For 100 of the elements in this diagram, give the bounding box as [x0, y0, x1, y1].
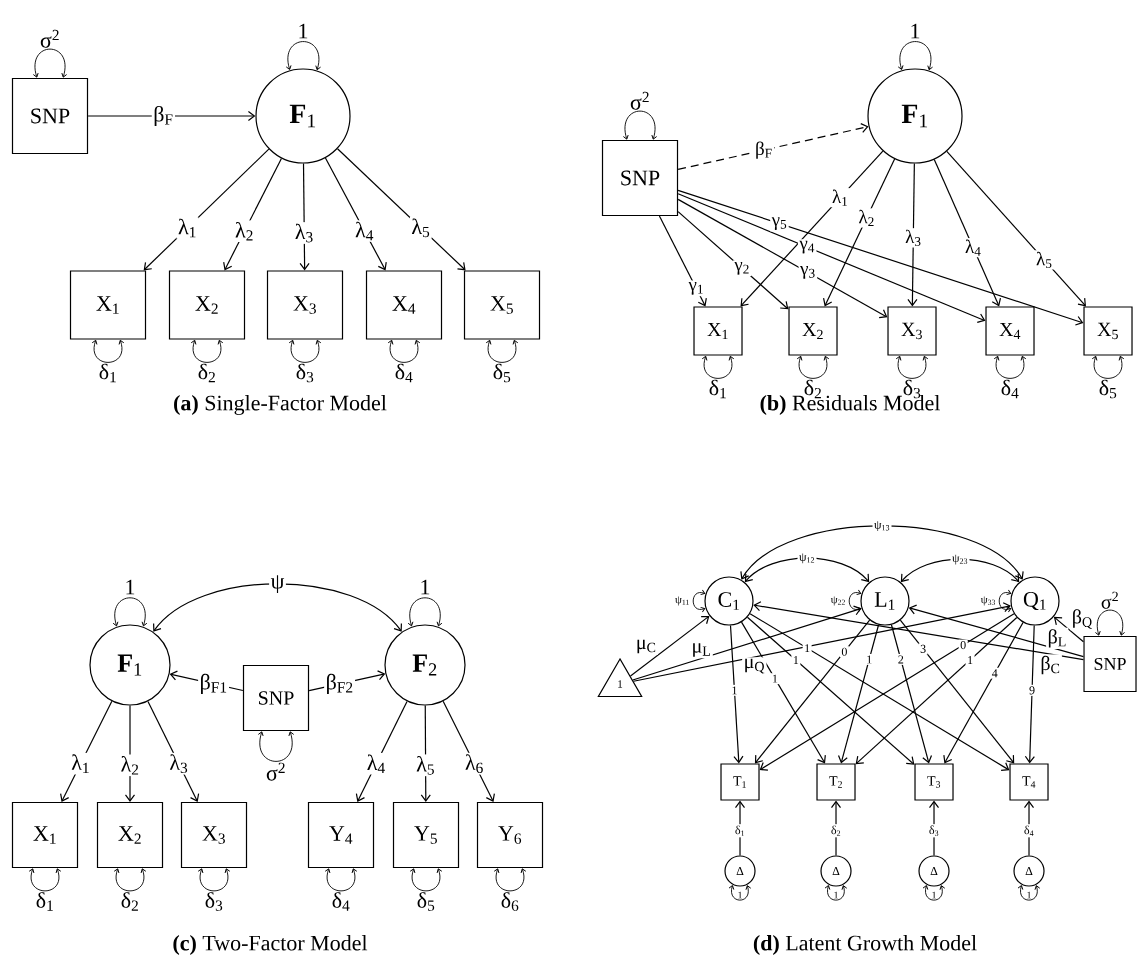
arrow [677, 211, 789, 310]
arrow [336, 148, 466, 271]
curved-arrow [744, 557, 870, 583]
edge-label: β$_{Q}$ [1070, 607, 1095, 631]
loop-arrow [1017, 885, 1041, 901]
arrow [946, 150, 1086, 307]
arrow [754, 619, 871, 764]
loop-arrow [998, 589, 1012, 613]
edge-label: 1 [802, 642, 812, 654]
loop-arrow [897, 41, 934, 71]
variable-box: X$_{2}$ [96, 801, 164, 869]
edge-label: λ$_{2}$ [119, 754, 141, 777]
edge-label: λ$_{4}$ [963, 238, 983, 258]
edge-label: δ$_{4}$ [1001, 379, 1019, 399]
variable-box: X$_{1}$ [69, 270, 147, 340]
variable-box: X$_{5}$ [463, 270, 541, 340]
edge-label: γ$_{5}$ [770, 215, 789, 232]
edge-label: 1 [1027, 891, 1031, 899]
edge-label: β$_{L}$ [1046, 627, 1069, 649]
loop-arrow [91, 339, 125, 363]
edge-label: δ$_{5}$ [1099, 379, 1117, 399]
arrow [753, 601, 1084, 661]
loop-arrow [895, 355, 929, 379]
loop-arrow [848, 589, 862, 613]
edge-label: 9 [1027, 684, 1037, 696]
edge-label: λ$_{4}$ [365, 752, 388, 775]
edge-label: 1 [729, 684, 739, 696]
arrow [933, 158, 1002, 307]
variable-box: X$_{5}$ [1083, 306, 1133, 356]
edge-label: λ$_{2}$ [233, 220, 256, 242]
edge-label: 1 [834, 891, 838, 899]
edge-label: λ$_{1}$ [69, 752, 92, 775]
edge-label: 1 [911, 23, 920, 39]
arrow [729, 624, 744, 764]
loop-arrow [32, 48, 68, 78]
edge-label: δ$_{4}$ [1022, 824, 1036, 838]
loop-arrow [1091, 355, 1125, 379]
loop-arrow [1094, 609, 1126, 636]
edge-label: σ$^{2}$ [40, 29, 59, 48]
edge-label: λ$_{5}$ [1034, 250, 1054, 270]
edge-label: δ$_{6}$ [501, 892, 519, 911]
edge-label: δ$_{4}$ [332, 892, 350, 911]
arrow [943, 621, 1024, 764]
edge-label: 1 [421, 579, 430, 595]
loop-arrow [701, 355, 735, 379]
variable-box: SNP [11, 77, 89, 155]
variable-box: X$_{4}$ [365, 270, 443, 340]
loop-arrow [493, 868, 527, 892]
variable-box: X$_{2}$ [168, 270, 246, 340]
arrow [143, 148, 270, 271]
edge-label: 3 [918, 643, 928, 655]
arrow [740, 621, 826, 764]
edge-label: δ$_{5}$ [417, 892, 435, 911]
caption: (a) Single-Factor Model [174, 395, 387, 415]
arrow [632, 602, 1011, 682]
variable-box: T$_{1}$ [720, 763, 760, 801]
edge-label: β$_{F2}$ [324, 672, 356, 696]
edge-label: δ$_{3}$ [205, 892, 223, 911]
curved-arrow [900, 558, 1020, 583]
arrow [899, 619, 1015, 764]
arrow [147, 700, 200, 802]
edge-label: δ$_{1}$ [36, 892, 53, 911]
edge-label: λ$_{3}$ [167, 752, 190, 775]
variable-box: X$_{1}$ [693, 306, 743, 356]
arrow [299, 163, 310, 271]
edge-label: σ$^{2}$ [266, 762, 285, 781]
edge-label: λ$_{3}$ [903, 228, 923, 248]
loop-arrow [288, 339, 322, 363]
edge-label: δ$_{1}$ [99, 363, 116, 383]
edge-label: λ$_{2}$ [856, 208, 877, 228]
variable-box: X$_{3}$ [887, 306, 937, 356]
curved-arrow [740, 525, 1024, 580]
edge-label: β$_{C}$ [1038, 654, 1062, 676]
edge-label: λ$_{3}$ [293, 222, 316, 244]
edge-label: γ$_{1}$ [687, 280, 706, 297]
edge-label: ψ$_{12}$ [797, 552, 817, 565]
arrow [1053, 616, 1084, 643]
variable-box: Y$_{6}$ [476, 801, 544, 869]
arrow [890, 624, 933, 764]
edge-label: β$_{F1}$ [198, 672, 230, 696]
loop-arrow [692, 589, 706, 613]
loop-arrow [285, 41, 321, 71]
loop-arrow [28, 868, 62, 892]
edge-label: 1 [932, 891, 936, 899]
edge-label: λ$_{5}$ [409, 216, 432, 239]
arrow [355, 700, 408, 802]
loop-arrow [409, 868, 443, 892]
arrow [855, 616, 1018, 765]
edge-label: δ$_{2}$ [121, 892, 138, 911]
edge-label: δ$_{4}$ [395, 363, 413, 383]
loop-arrow [993, 355, 1027, 379]
arrow [823, 158, 896, 307]
edge-label: δ$_{5}$ [493, 363, 511, 383]
edge-label: 1 [299, 23, 308, 39]
arrow [124, 705, 136, 802]
edge-label: ψ$_{22}$ [830, 596, 845, 606]
arrow [1024, 625, 1035, 764]
edge-label: δ$_{2}$ [198, 363, 215, 383]
edge-label: β$_{F}$ [151, 104, 175, 128]
arrow [1023, 800, 1035, 856]
